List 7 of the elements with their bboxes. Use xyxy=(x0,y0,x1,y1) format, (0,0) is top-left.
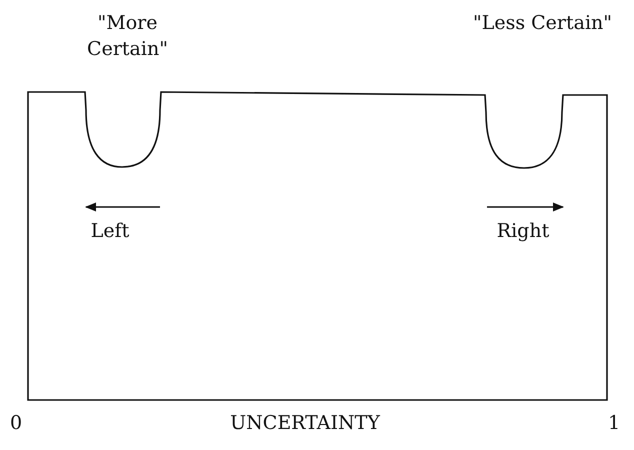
direction-label: Right xyxy=(496,219,550,244)
state-label: "More Certain" xyxy=(86,11,169,62)
axis-label: 1 xyxy=(606,411,622,436)
axis-label: 0 xyxy=(8,411,24,436)
state-label: "Less Certain" xyxy=(472,11,614,36)
axis-title: UNCERTAINTY xyxy=(229,411,382,436)
direction-label: Left xyxy=(90,219,130,244)
